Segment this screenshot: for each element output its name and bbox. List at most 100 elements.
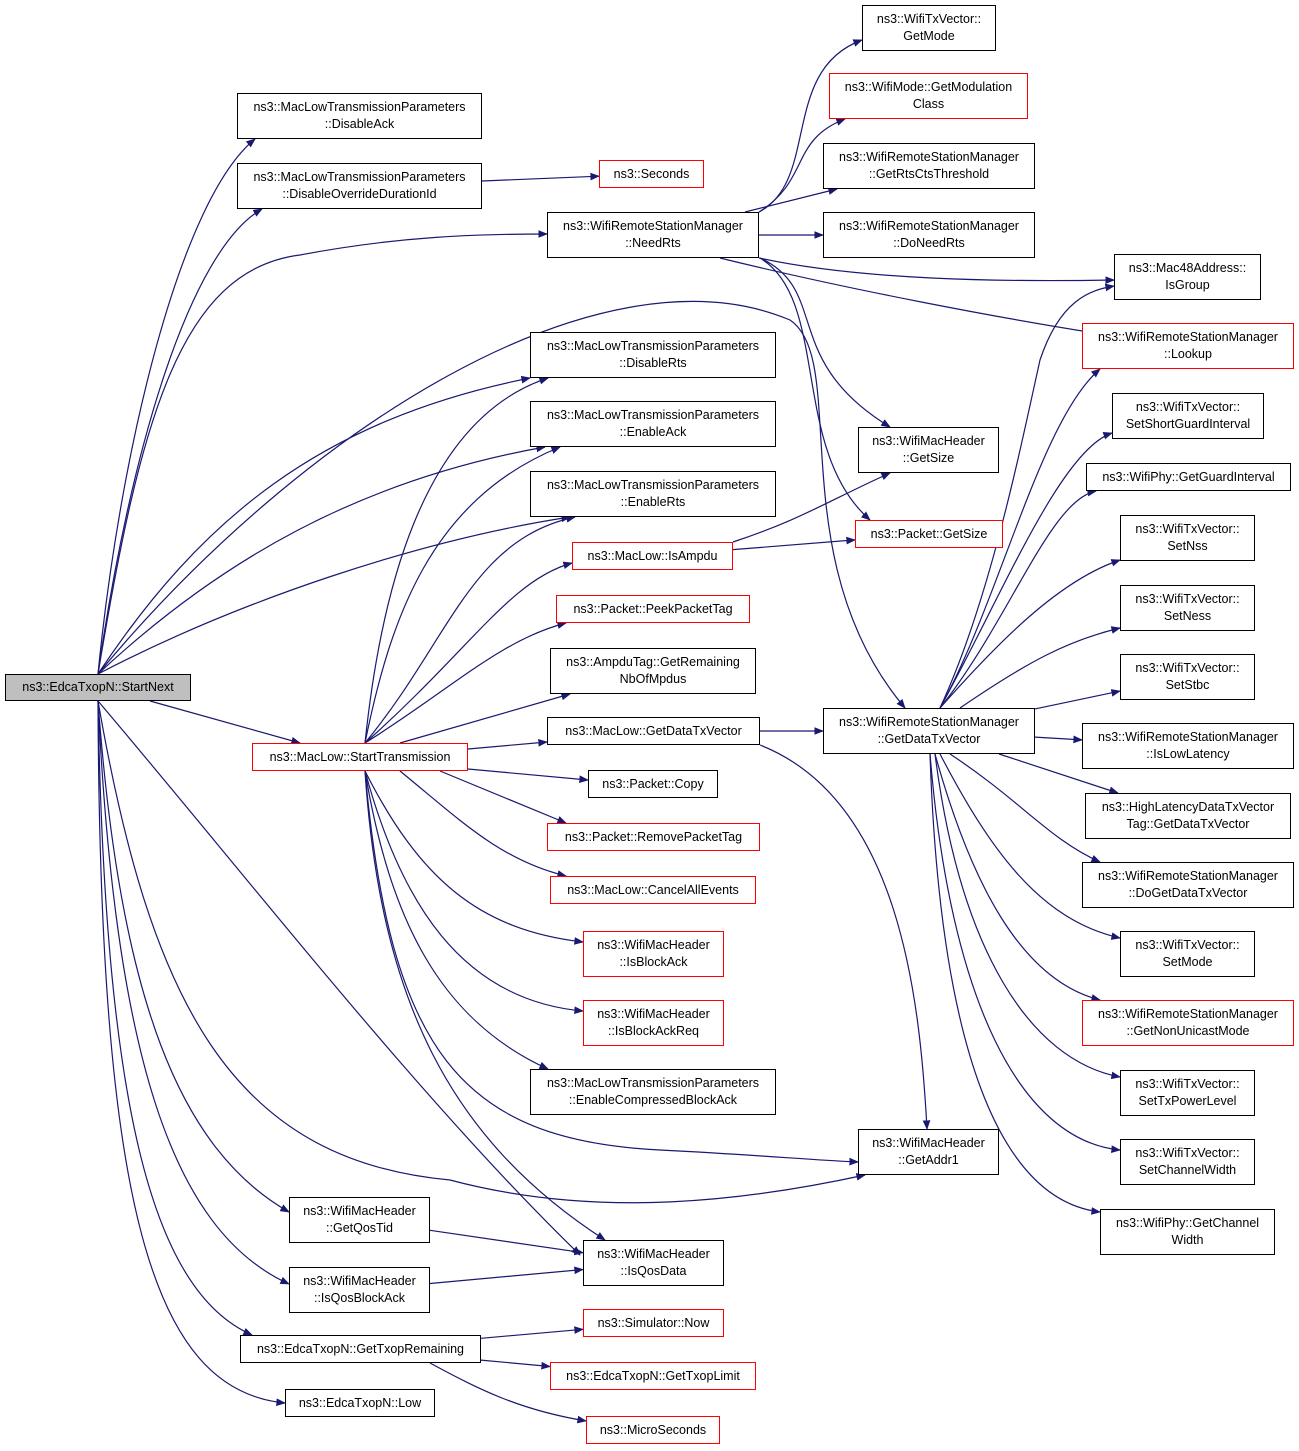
node-label-line: ns3::MacLowTransmissionParameters <box>546 1076 760 1090</box>
node-label-line: ns3::WifiRemoteStationManager <box>563 219 743 233</box>
node-needrts[interactable]: ns3::WifiRemoteStationManager::NeedRts <box>547 212 759 258</box>
node-getaddr1[interactable]: ns3::WifiMacHeader::GetAddr1 <box>858 1129 999 1175</box>
node-label-line: Class <box>912 97 945 111</box>
node-label-line: ns3::Simulator::Now <box>597 1315 710 1330</box>
node-disablerts[interactable]: ns3::MacLowTransmissionParameters::Disab… <box>530 332 776 378</box>
node-label-line: ::DisableRts <box>619 356 687 370</box>
node-macgetdatatx[interactable]: ns3::MacLow::GetDataTxVector <box>547 717 760 745</box>
node-enablecompressed[interactable]: ns3::MacLowTransmissionParameters::Enabl… <box>530 1069 776 1115</box>
node-label-line: ns3::WifiRemoteStationManager <box>839 150 1019 164</box>
node-label-line: ::IsQosBlockAck <box>313 1291 405 1305</box>
edge-needrts-to-getrtscts <box>744 187 838 213</box>
edge-starttx-to-isblockackreq <box>364 770 584 1015</box>
node-label-line: ::EnableAck <box>619 425 687 439</box>
edge-starttx-to-isblockack <box>364 770 584 945</box>
node-removetag[interactable]: ns3::Packet::RemovePacketTag <box>547 823 760 851</box>
node-label-line: ns3::MacLowTransmissionParameters <box>253 100 466 114</box>
node-label-line: ns3::EdcaTxopN::GetTxopRemaining <box>256 1341 465 1356</box>
node-enableack[interactable]: ns3::MacLowTransmissionParameters::Enabl… <box>530 401 776 447</box>
node-cancelall[interactable]: ns3::MacLow::CancelAllEvents <box>550 876 756 904</box>
node-setsgi[interactable]: ns3::WifiTxVector::SetShortGuardInterval <box>1112 393 1264 439</box>
node-getgi[interactable]: ns3::WifiPhy::GetGuardInterval <box>1086 463 1291 491</box>
node-label-line: ns3::MacLow::GetDataTxVector <box>565 723 742 738</box>
edge-start-to-gettxopremaining <box>97 700 253 1336</box>
edge-wrsmgetdatatx-to-getnonunicast <box>934 753 1101 1002</box>
node-getqostid[interactable]: ns3::WifiMacHeader::GetQosTid <box>289 1197 430 1243</box>
edge-gettxopremaining-to-gettxoplimit <box>480 1359 551 1370</box>
node-label-line: ::GetRtsCtsThreshold <box>868 167 990 181</box>
node-label-line: ns3::WifiMacHeader <box>303 1204 416 1218</box>
edge-start-to-isqosblockack <box>97 700 290 1285</box>
edge-starttx-to-isampdu <box>364 561 573 744</box>
node-label-line: ns3::MicroSeconds <box>599 1422 707 1437</box>
edge-start-to-getqostid <box>97 700 290 1213</box>
edge-wrsmgetdatatx-to-setchwidth <box>929 753 1121 1153</box>
node-label-line: SetNess <box>1163 609 1212 623</box>
node-wrsmgetdatatx[interactable]: ns3::WifiRemoteStationManager::GetDataTx… <box>823 708 1035 754</box>
node-label-line: SetShortGuardInterval <box>1125 417 1251 431</box>
node-disableack[interactable]: ns3::MacLowTransmissionParameters::Disab… <box>237 93 482 139</box>
node-copy[interactable]: ns3::Packet::Copy <box>588 770 718 798</box>
node-low[interactable]: ns3::EdcaTxopN::Low <box>285 1389 435 1417</box>
edge-starttx-to-copy <box>467 768 589 784</box>
node-label-line: ns3::WifiMacHeader <box>597 938 710 952</box>
node-label-line: ns3::WifiPhy::GetGuardInterval <box>1102 469 1275 484</box>
node-setnss[interactable]: ns3::WifiTxVector::SetNss <box>1120 515 1255 561</box>
node-setmode[interactable]: ns3::WifiTxVector::SetMode <box>1120 931 1255 977</box>
node-getmode[interactable]: ns3::WifiTxVector::GetMode <box>862 5 996 51</box>
node-start[interactable]: ns3::EdcaTxopN::StartNext <box>5 674 191 701</box>
node-getnonunicast[interactable]: ns3::WifiRemoteStationManager::GetNonUni… <box>1082 1000 1294 1046</box>
node-label-line: SetTxPowerLevel <box>1138 1094 1237 1108</box>
node-setstbc[interactable]: ns3::WifiTxVector::SetStbc <box>1120 654 1255 700</box>
edge-starttx-to-enablecompressed <box>364 770 549 1070</box>
edge-wrsmgetdatatx-to-settxpower <box>934 753 1121 1080</box>
node-pktgetsize[interactable]: ns3::Packet::GetSize <box>855 520 1003 548</box>
node-doneedrts[interactable]: ns3::WifiRemoteStationManager::DoNeedRts <box>823 212 1035 258</box>
node-setchwidth[interactable]: ns3::WifiTxVector::SetChannelWidth <box>1120 1139 1255 1185</box>
edge-starttx-to-removetag <box>439 770 567 824</box>
node-disableoverride[interactable]: ns3::MacLowTransmissionParameters::Disab… <box>237 163 482 209</box>
node-label-line: ns3::MacLow::CancelAllEvents <box>567 882 739 897</box>
node-label-line: ns3::WifiMacHeader <box>303 1274 416 1288</box>
edge-wrsmgetdatatx-to-setmode <box>939 753 1121 940</box>
node-isqosblockack[interactable]: ns3::WifiMacHeader::IsQosBlockAck <box>289 1267 430 1313</box>
edge-wrsmgetdatatx-to-setstbc <box>1034 689 1121 710</box>
node-gettxoplimit[interactable]: ns3::EdcaTxopN::GetTxopLimit <box>550 1362 756 1390</box>
node-isampdu[interactable]: ns3::MacLow::IsAmpdu <box>572 542 733 570</box>
node-microseconds[interactable]: ns3::MicroSeconds <box>586 1416 720 1444</box>
node-label-line: ::EnableCompressedBlockAck <box>568 1093 738 1107</box>
node-hdrgetsize[interactable]: ns3::WifiMacHeader::GetSize <box>858 427 999 473</box>
edge-starttx-to-getaddr1 <box>364 770 859 1166</box>
node-getrtscts[interactable]: ns3::WifiRemoteStationManager::GetRtsCts… <box>823 143 1035 189</box>
edge-wrsmgetdatatx-to-phygetchwidth <box>929 753 1101 1215</box>
node-seconds[interactable]: ns3::Seconds <box>599 160 704 188</box>
node-enablerts[interactable]: ns3::MacLowTransmissionParameters::Enabl… <box>530 471 776 517</box>
node-isblockackreq[interactable]: ns3::WifiMacHeader::IsBlockAckReq <box>583 1000 724 1046</box>
node-starttx[interactable]: ns3::MacLow::StartTransmission <box>252 743 468 771</box>
node-label-line: ns3::WifiMacHeader <box>872 434 985 448</box>
edge-start-to-wrsmgetdatatx <box>97 300 906 709</box>
node-label-line: ns3::WifiTxVector:: <box>1135 1146 1240 1160</box>
node-settxpower[interactable]: ns3::WifiTxVector::SetTxPowerLevel <box>1120 1070 1255 1116</box>
node-label-line: ns3::WifiTxVector:: <box>1135 400 1241 414</box>
edge-getqostid-to-isqosdata <box>429 1229 584 1256</box>
node-label-line: NbOfMpdus <box>619 672 687 686</box>
node-lookup[interactable]: ns3::WifiRemoteStationManager::Lookup <box>1082 323 1294 369</box>
node-label-line: ns3::WifiMacHeader <box>597 1007 710 1021</box>
node-isqosdata[interactable]: ns3::WifiMacHeader::IsQosData <box>583 1240 724 1286</box>
node-isgroup[interactable]: ns3::Mac48Address::IsGroup <box>1114 254 1261 300</box>
node-isblockack[interactable]: ns3::WifiMacHeader::IsBlockAck <box>583 931 724 977</box>
node-peektag[interactable]: ns3::Packet::PeekPacketTag <box>556 595 750 623</box>
node-islowlat[interactable]: ns3::WifiRemoteStationManager::IsLowLate… <box>1082 723 1294 769</box>
node-dogetdatatx[interactable]: ns3::WifiRemoteStationManager::DoGetData… <box>1082 862 1294 908</box>
node-simnow[interactable]: ns3::Simulator::Now <box>583 1309 724 1337</box>
node-setness[interactable]: ns3::WifiTxVector::SetNess <box>1120 585 1255 631</box>
node-label-line: ns3::WifiRemoteStationManager <box>1098 1007 1278 1021</box>
node-gettxopremaining[interactable]: ns3::EdcaTxopN::GetTxopRemaining <box>240 1335 481 1363</box>
edge-needrts-to-hdrgetsize <box>759 257 891 428</box>
node-label-line: ::IsBlockAckReq <box>607 1024 699 1038</box>
